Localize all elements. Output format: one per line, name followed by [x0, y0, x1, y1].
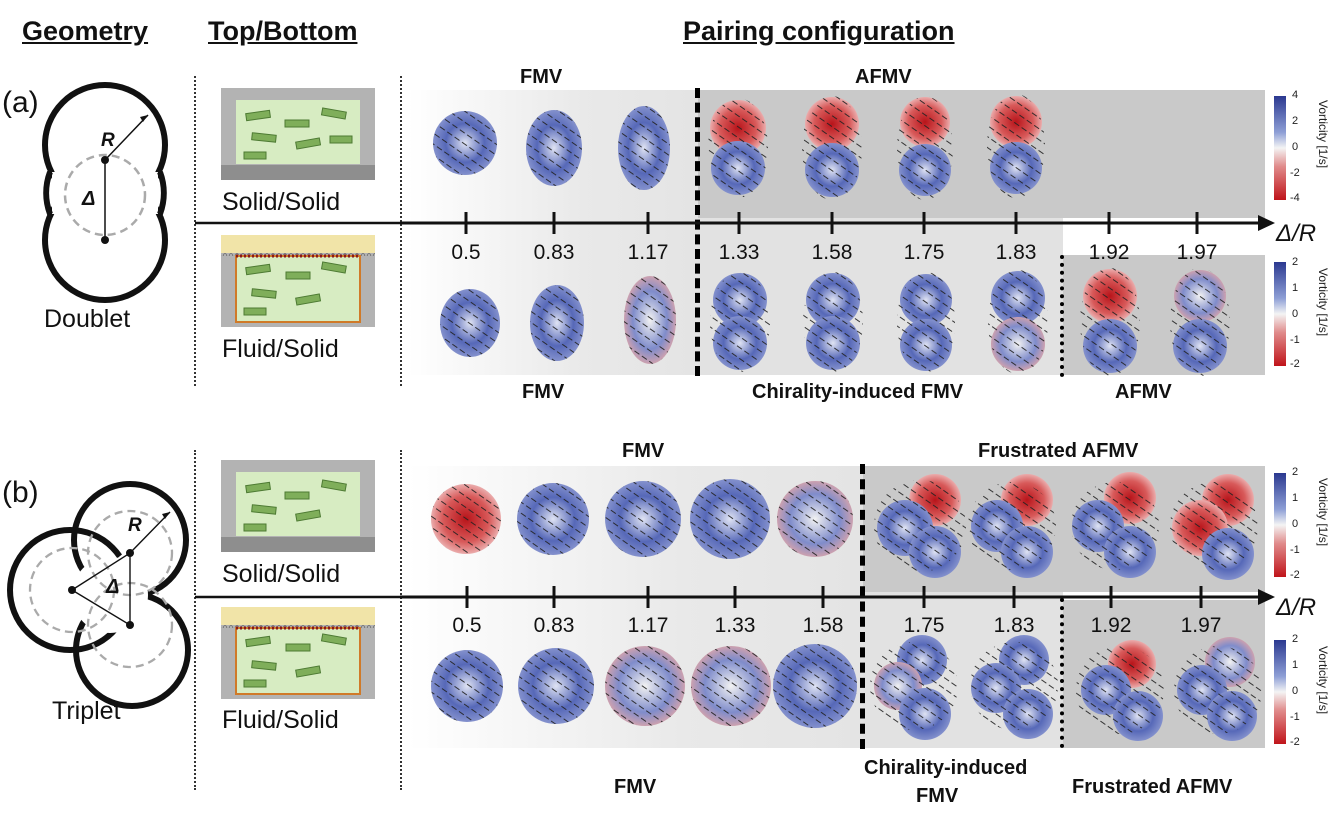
- colorbar-title-b-top: Vorticity [1/s]: [1316, 478, 1330, 547]
- delta-label-b: Δ: [106, 576, 120, 598]
- colorbar-tick: 2: [1292, 466, 1299, 478]
- config-label-b-top-left: FMV: [622, 440, 665, 462]
- colorbar-tick: -1: [1290, 334, 1300, 346]
- panel-label-a: (a): [2, 86, 39, 119]
- colorbar-a-bottom: [1274, 262, 1286, 366]
- colorbar-title-a-bottom: Vorticity [1/s]: [1316, 268, 1330, 337]
- boundary-top-a: Solid/Solid: [222, 188, 341, 216]
- tick-label: 1.75: [903, 241, 945, 264]
- axis-label-b: Δ/R: [1276, 594, 1317, 621]
- colorbar-tick: 2: [1292, 115, 1299, 127]
- colorbar-tick: -4: [1290, 192, 1300, 204]
- boundary-dash-a: [695, 88, 700, 376]
- boundary-bottom-b: Fluid/Solid: [222, 706, 339, 734]
- tick-label: 1.92: [1090, 614, 1132, 637]
- tick-label: 1.33: [718, 241, 760, 264]
- doublet-geometry: [42, 82, 168, 303]
- tick-label: 1.83: [993, 614, 1035, 637]
- tick-label: 1.58: [811, 241, 853, 264]
- colorbar-tick: -2: [1290, 167, 1300, 179]
- boundary-dash-b: [860, 464, 865, 749]
- tick-label: 1.97: [1176, 241, 1218, 264]
- colorbar-tick: 2: [1292, 256, 1299, 268]
- separator: [400, 76, 402, 386]
- colorbar-tick: -1: [1290, 711, 1300, 723]
- colorbar-tick: -2: [1290, 569, 1300, 581]
- tick-label: 1.83: [995, 241, 1037, 264]
- vortex-maps-a-bottom: [440, 268, 1230, 376]
- axis-b: [400, 586, 1275, 608]
- colorbar-title-b-bottom: Vorticity [1/s]: [1316, 646, 1330, 715]
- colorbar-tick: 0: [1292, 141, 1299, 153]
- config-label-b-top-right: Frustrated AFMV: [978, 440, 1139, 462]
- colorbar-tick: -2: [1290, 358, 1300, 370]
- config-label-a-bottom-left: FMV: [522, 381, 565, 403]
- boundary-dot-b: [1060, 598, 1064, 748]
- header-top-bottom: Top/Bottom: [208, 16, 358, 46]
- tick-label: 1.97: [1180, 614, 1222, 637]
- fluid-solid-icon-b: [221, 607, 375, 699]
- colorbar-tick: 0: [1292, 685, 1299, 697]
- config-label-b-bottom-middle-2: FMV: [916, 785, 959, 807]
- radius-label-b: R: [128, 515, 142, 536]
- solid-solid-icon-b: [221, 460, 375, 552]
- tick-label: 1.17: [627, 614, 669, 637]
- colorbar-tick: 1: [1292, 659, 1299, 671]
- afmv-shade-a-top: [698, 90, 1265, 218]
- radius-label-a: R: [101, 130, 115, 151]
- config-label-a-top-left: FMV: [520, 66, 563, 88]
- tick-label: 1.58: [802, 614, 844, 637]
- colorbar-b-top: [1274, 473, 1286, 577]
- config-label-b-bottom-left: FMV: [614, 776, 657, 798]
- colorbar-a-top: [1274, 96, 1286, 200]
- separator: [194, 76, 196, 386]
- geometry-name-a: Doublet: [44, 305, 131, 333]
- tick-label: 1.92: [1088, 241, 1130, 264]
- tick-label: 0.83: [533, 241, 575, 264]
- geometry-name-b: Triplet: [52, 697, 121, 725]
- config-label-a-bottom-middle: Chirality-induced FMV: [752, 381, 964, 403]
- colorbar-tick: 2: [1292, 633, 1299, 645]
- colorbar-title-a-top: Vorticity [1/s]: [1316, 100, 1330, 169]
- delta-label-a: Δ: [82, 188, 96, 210]
- tick-label: 0.5: [452, 614, 482, 637]
- axis-a: [400, 212, 1275, 234]
- panel-label-b: (b): [2, 476, 39, 509]
- config-label-b-bottom-middle-1: Chirality-induced: [864, 757, 1028, 779]
- separator: [194, 450, 196, 790]
- axis-label-a: Δ/R: [1276, 220, 1317, 247]
- colorbar-tick: 1: [1292, 282, 1299, 294]
- tick-label: 0.5: [451, 241, 481, 264]
- config-label-b-bottom-right: Frustrated AFMV: [1072, 776, 1233, 798]
- colorbar-b-bottom: [1274, 640, 1286, 744]
- colorbar-tick: 1: [1292, 492, 1299, 504]
- colorbar-tick: -2: [1290, 736, 1300, 748]
- boundary-top-b: Solid/Solid: [222, 560, 341, 588]
- triplet-geometry: [7, 481, 191, 709]
- colorbar-tick: 4: [1292, 89, 1299, 101]
- fluid-solid-icon-a: [221, 235, 375, 327]
- header-geometry: Geometry: [22, 16, 149, 46]
- vortex-maps-b-top: [431, 472, 1258, 580]
- separator: [400, 450, 402, 790]
- solid-solid-icon-a: [221, 88, 375, 180]
- tick-label: 1.17: [627, 241, 669, 264]
- config-label-a-top-right: AFMV: [855, 66, 912, 88]
- vortex-maps-a-top: [433, 94, 1045, 200]
- header-pairing: Pairing configuration: [683, 16, 955, 46]
- vortex-maps-b-bottom: [431, 635, 1262, 741]
- tick-label: 1.33: [714, 614, 756, 637]
- colorbar-tick: 0: [1292, 308, 1299, 320]
- boundary-dot-a: [1060, 255, 1064, 377]
- boundary-bottom-a: Fluid/Solid: [222, 335, 339, 363]
- config-label-a-bottom-right: AFMV: [1115, 381, 1172, 403]
- colorbar-tick: -1: [1290, 544, 1300, 556]
- tick-label: 1.75: [903, 614, 945, 637]
- tick-label: 0.83: [533, 614, 575, 637]
- colorbar-tick: 0: [1292, 518, 1299, 530]
